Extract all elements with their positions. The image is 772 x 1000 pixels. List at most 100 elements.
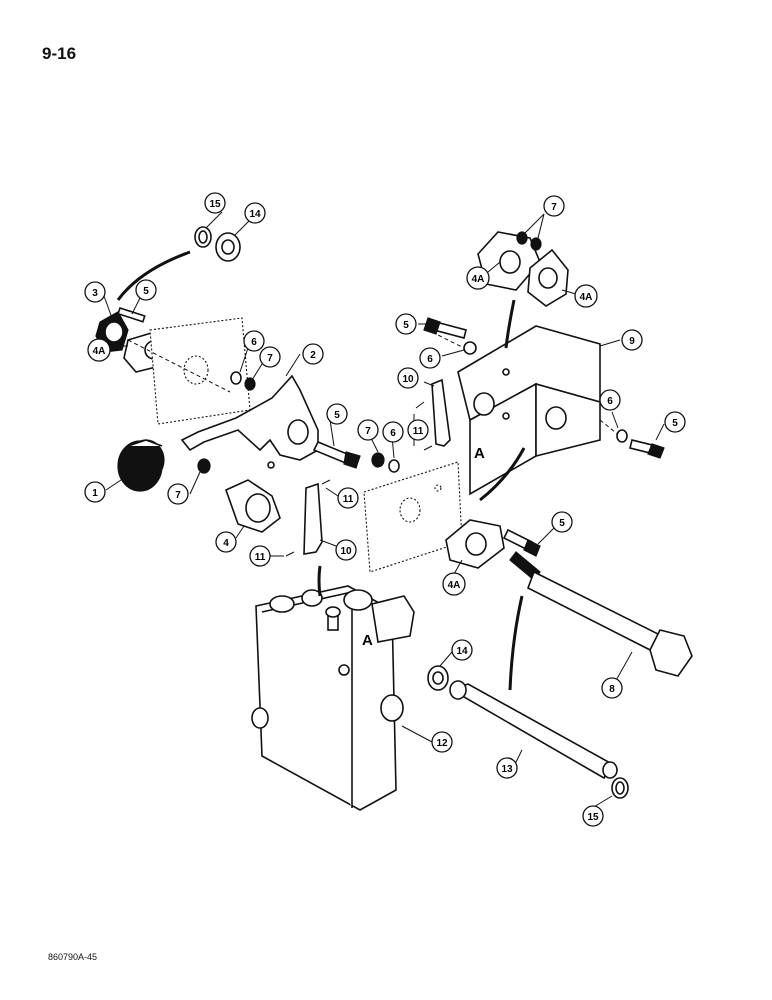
svg-text:1: 1 [92, 488, 98, 499]
callout-5: 5 [664, 411, 686, 433]
callout-8: 8 [601, 677, 623, 699]
svg-text:15: 15 [209, 199, 221, 210]
callout-7: 7 [259, 346, 281, 368]
assembly-arrow-middle [479, 447, 526, 502]
callout-10: 10 [335, 539, 357, 561]
long-bolt [509, 551, 693, 677]
page-number: 9-16 [42, 44, 77, 63]
nut-knob [197, 458, 211, 474]
bolt-lower-middle [502, 528, 541, 557]
washer-left [230, 371, 242, 385]
svg-text:4A: 4A [580, 292, 593, 303]
callout-6: 6 [599, 389, 621, 411]
svg-text:14: 14 [249, 209, 261, 220]
bolt-middle [312, 440, 361, 469]
washer-upper [215, 232, 241, 262]
callout-3: 3 [84, 281, 106, 303]
callout-4: 4 [215, 531, 237, 553]
gasket-hole [183, 355, 209, 385]
valve-body [251, 585, 415, 811]
callout-14: 14 [451, 639, 473, 661]
mounting-bracket [457, 325, 601, 496]
callout-5: 5 [551, 511, 573, 533]
svg-text:13: 13 [501, 764, 513, 775]
nut-left [244, 377, 256, 391]
callout-4a: 4A [87, 338, 111, 362]
callout-7: 7 [543, 195, 565, 217]
callout-15: 15 [582, 805, 604, 827]
callout-13: 13 [496, 757, 518, 779]
assembly-arrow-lower [508, 595, 524, 691]
snap-ring-upper [194, 226, 212, 248]
svg-text:4A: 4A [472, 274, 485, 285]
callout-4a: 4A [442, 572, 466, 596]
svg-text:7: 7 [551, 202, 557, 213]
flange-upper-right-b [527, 248, 569, 307]
svg-text:10: 10 [340, 546, 352, 557]
bolt-right [629, 439, 665, 459]
washer-middle [388, 459, 400, 473]
svg-text:5: 5 [143, 286, 149, 297]
callout-1: 1 [84, 481, 106, 503]
svg-text:9: 9 [629, 336, 635, 347]
callout-6: 6 [419, 347, 441, 369]
svg-text:2: 2 [310, 350, 316, 361]
callout-6: 6 [382, 421, 404, 443]
svg-text:6: 6 [251, 337, 257, 348]
callout-4a: 4A [466, 266, 490, 290]
callout-5: 5 [395, 313, 417, 335]
nut-upper-right-b [530, 237, 542, 251]
svg-text:5: 5 [403, 320, 409, 331]
svg-text:10: 10 [402, 374, 414, 385]
callout-5: 5 [135, 279, 157, 301]
bolt-upper-left [117, 306, 146, 323]
callout-10: 10 [397, 367, 419, 389]
callout-14: 14 [244, 202, 266, 224]
svg-text:11: 11 [343, 494, 354, 505]
washer-upper-right [463, 341, 477, 355]
svg-text:7: 7 [267, 353, 273, 364]
flange-lower-middle [445, 519, 505, 569]
svg-text:5: 5 [559, 518, 565, 529]
svg-text:7: 7 [365, 426, 371, 437]
svg-text:11: 11 [255, 552, 266, 563]
assembly-arrow-right [504, 299, 516, 349]
bolt-upper-right [423, 317, 467, 339]
callout-4a: 4A [574, 284, 598, 308]
snap-ring-lower [611, 777, 629, 799]
assembly-arrow-body [317, 565, 322, 597]
callout-11: 11 [337, 487, 359, 509]
washer-right [616, 429, 628, 443]
callout-11: 11 [407, 419, 429, 441]
svg-text:5: 5 [334, 410, 340, 421]
svg-text:6: 6 [607, 396, 613, 407]
callout-11: 11 [249, 545, 271, 567]
assembly-arrow [116, 250, 191, 301]
nut-middle [371, 452, 385, 468]
nut-upper-right-a [516, 231, 528, 245]
callout-12: 12 [431, 731, 453, 753]
callout-15: 15 [204, 192, 226, 214]
callout-7: 7 [167, 483, 189, 505]
svg-text:14: 14 [456, 646, 468, 657]
link-rod-upper [431, 378, 451, 447]
knob [117, 439, 165, 492]
svg-text:4A: 4A [93, 346, 106, 357]
svg-text:5: 5 [672, 418, 678, 429]
callout-6: 6 [243, 330, 265, 352]
flange-upper-right-a [477, 231, 541, 291]
svg-text:6: 6 [427, 354, 433, 365]
svg-text:12: 12 [436, 738, 448, 749]
figure-code: 860790A-45 [48, 952, 98, 962]
svg-text:7: 7 [175, 490, 181, 501]
washer-lower [427, 665, 449, 691]
svg-text:11: 11 [413, 426, 424, 437]
callout-7: 7 [357, 419, 379, 441]
sleeve-fitting [225, 479, 281, 533]
svg-text:8: 8 [609, 684, 615, 695]
control-lever [180, 374, 319, 469]
svg-text:3: 3 [92, 288, 98, 299]
callout-5: 5 [326, 403, 348, 425]
callout-2: 2 [302, 343, 324, 365]
